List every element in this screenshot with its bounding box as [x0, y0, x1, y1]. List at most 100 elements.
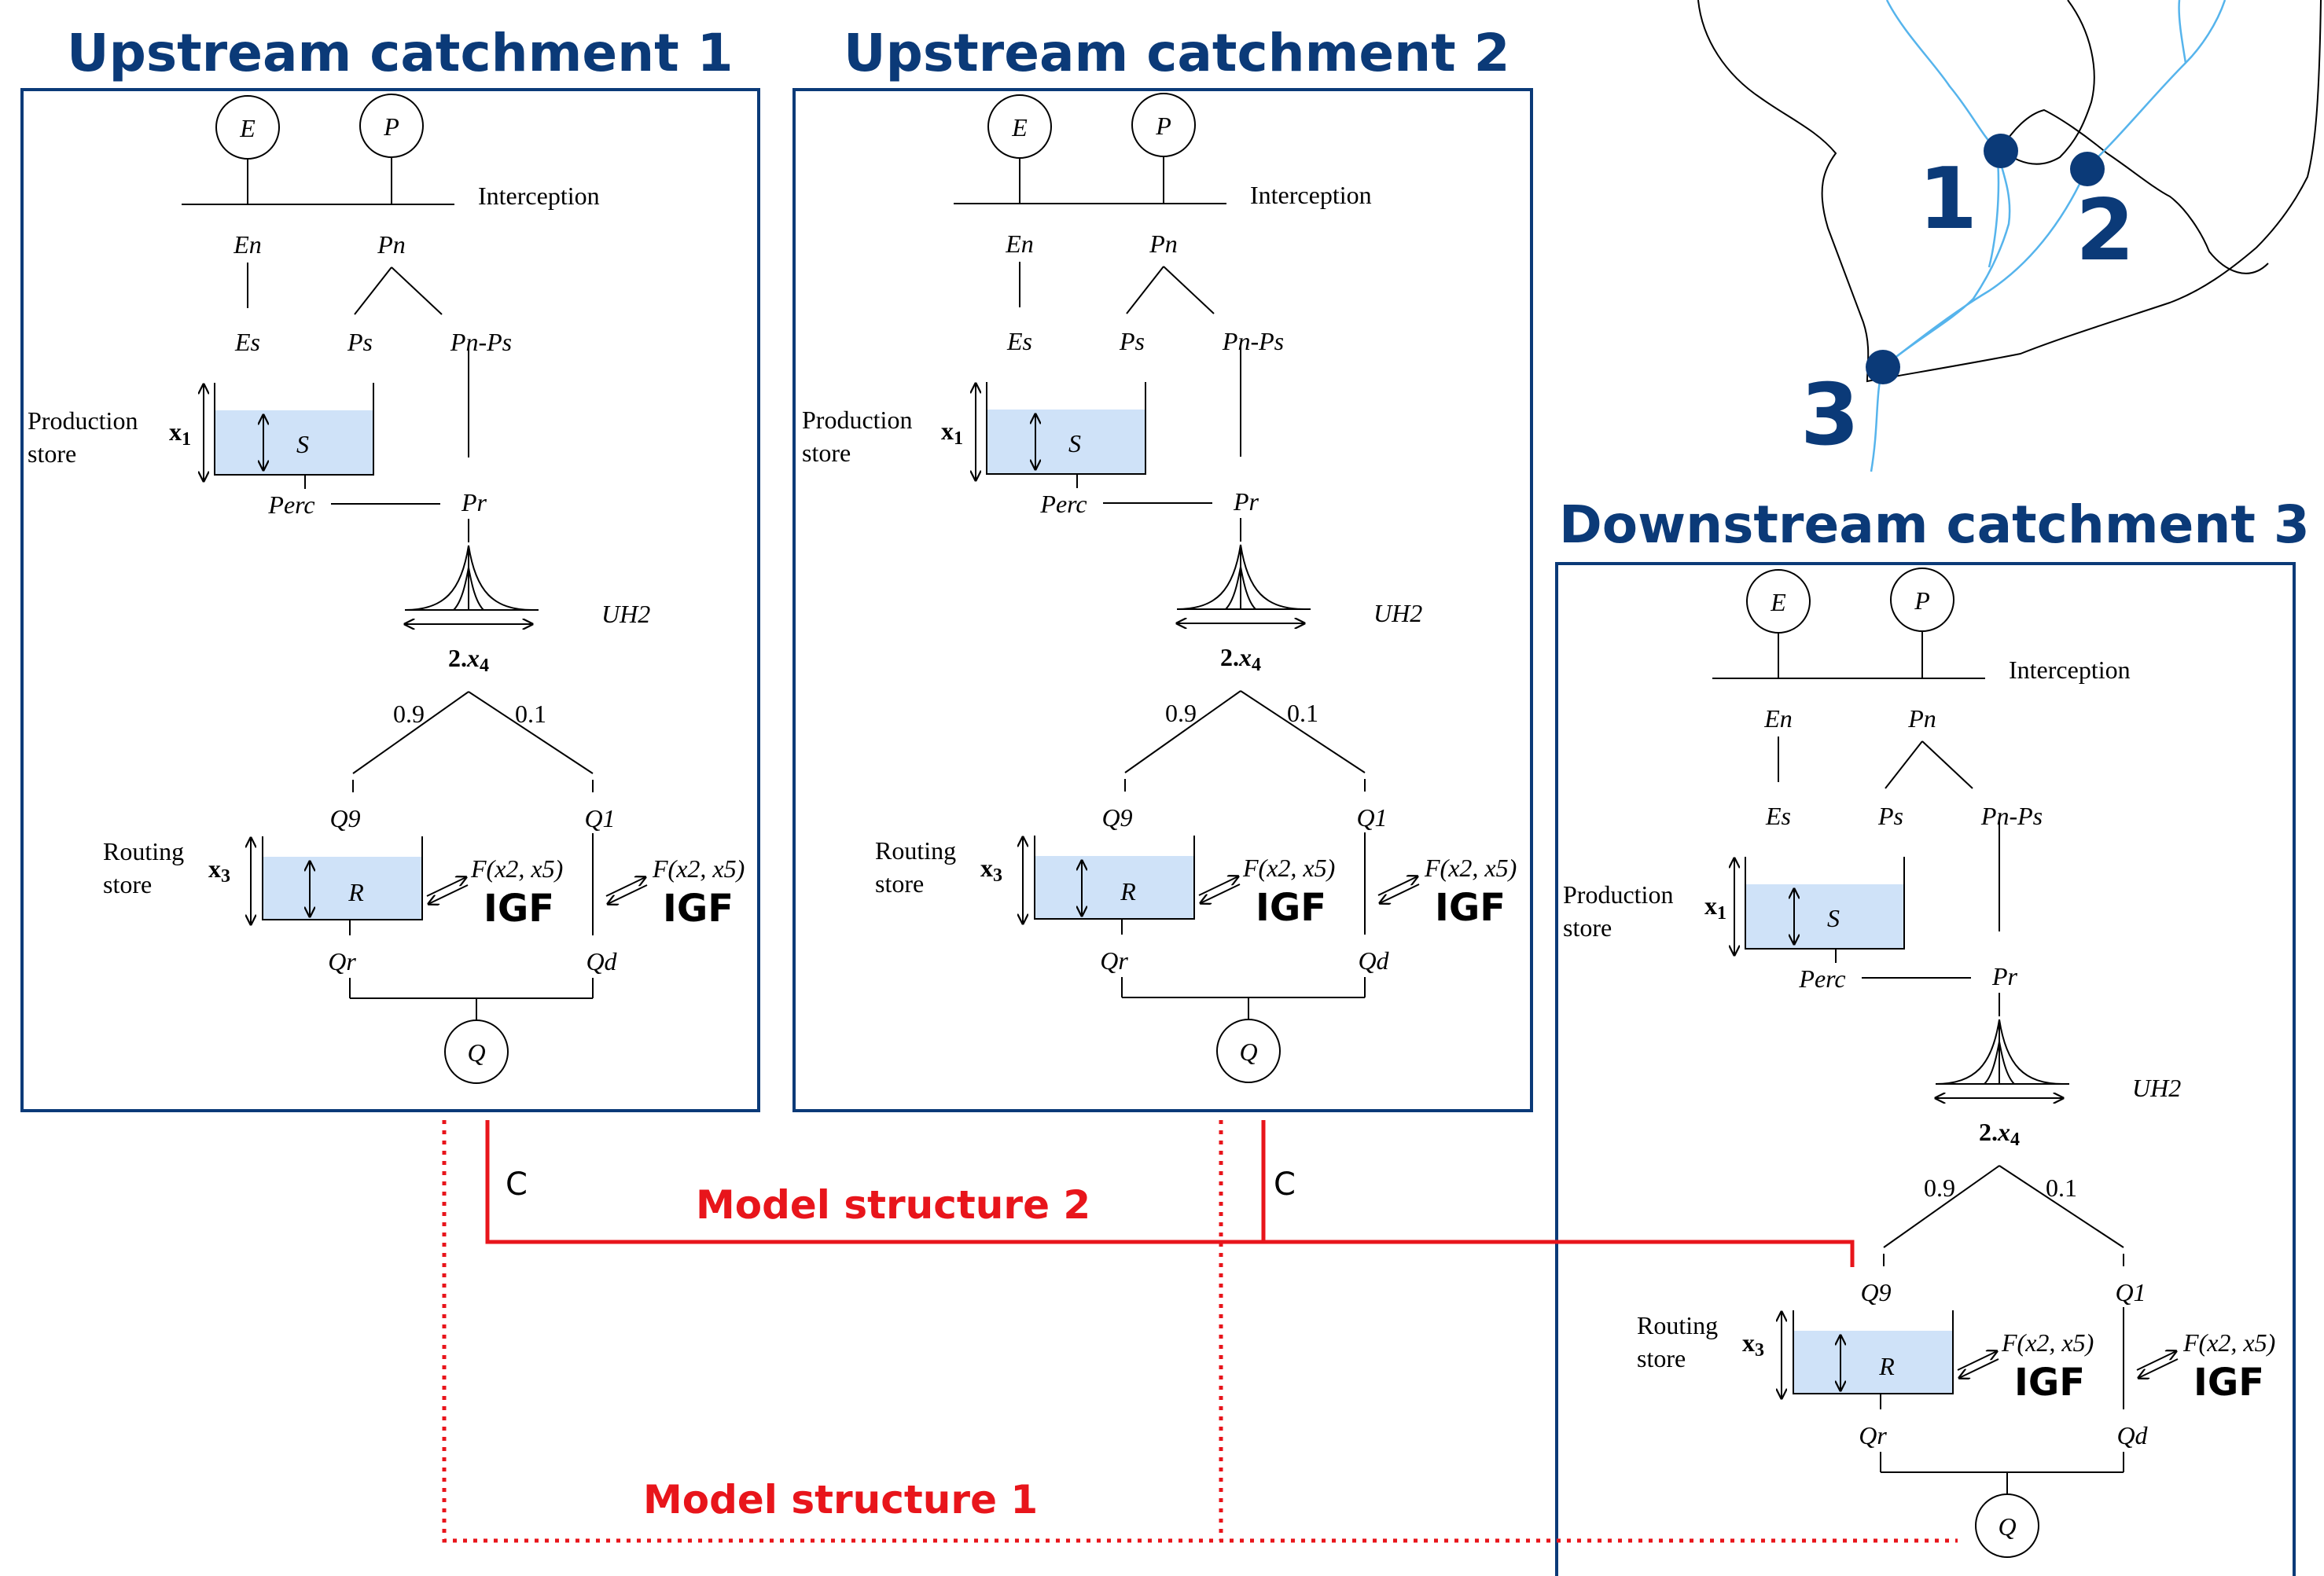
- model-upstream-2: E P Interception En Pn Es Ps Pn-Ps Produ…: [802, 94, 1517, 1082]
- routing-store-label-2: store: [875, 869, 924, 898]
- production-store-label-2: store: [28, 439, 76, 468]
- model-structure-1-connection: [442, 1120, 1958, 1543]
- pn-label: Pn: [1907, 704, 1936, 733]
- catchment-divide: [2000, 108, 2269, 274]
- production-store-label-2: store: [1563, 913, 1612, 942]
- split-09: 0.9: [1924, 1174, 1955, 1202]
- input-e-label: E: [1011, 113, 1028, 141]
- qr-label: Qr: [328, 947, 356, 975]
- split-01: 0.1: [1287, 699, 1318, 727]
- title-upstream-2: Upstream catchment 2: [844, 23, 1510, 83]
- pn-ps-label: Pn-Ps: [1222, 327, 1284, 355]
- q9-label: Q9: [1101, 803, 1132, 832]
- ps-label: Ps: [1877, 802, 1903, 830]
- downstream-3-frame: [1555, 562, 2296, 1576]
- store-s-label: S: [296, 430, 309, 458]
- f-x2-x5-label: F(x2, x5): [1242, 854, 1335, 882]
- production-store-label: Production: [802, 406, 912, 434]
- outlet-2-label: 2: [2076, 182, 2135, 280]
- param-x3: x3: [208, 854, 230, 887]
- routing-store-label: Routing: [875, 836, 956, 865]
- pr-label: Pr: [1233, 487, 1259, 516]
- ps-label: Ps: [1119, 327, 1145, 355]
- production-store-label-2: store: [802, 439, 851, 467]
- es-label: Es: [234, 328, 260, 356]
- river-tributary-3: [1882, 167, 2089, 368]
- perc-label: Perc: [267, 490, 314, 519]
- model-structure-2-label: Model structure 2: [696, 1182, 1090, 1228]
- title-downstream-3: Downstream catchment 3: [1559, 494, 2310, 555]
- pn-ps-label: Pn-Ps: [1980, 802, 2043, 830]
- en-label: En: [1005, 230, 1034, 258]
- upstream-2-frame: [792, 88, 1533, 1112]
- split-09: 0.9: [1165, 699, 1197, 727]
- q9-label: Q9: [1860, 1278, 1891, 1306]
- es-label: Es: [1006, 327, 1032, 355]
- river-tributary-1: [1988, 150, 2000, 268]
- param-x4: 2.x4: [448, 644, 489, 676]
- outlet-3-label: 3: [1800, 366, 1859, 465]
- qr-label: Qr: [1859, 1421, 1887, 1449]
- split-01: 0.1: [2046, 1174, 2077, 1202]
- q1-label: Q1: [584, 804, 615, 832]
- param-x3: x3: [1742, 1328, 1764, 1361]
- f-x2-x5-label-direct: F(x2, x5): [1424, 854, 1517, 882]
- model-structure-1-label: Model structure 1: [643, 1477, 1038, 1523]
- param-x1: x1: [169, 417, 191, 450]
- input-p-label: P: [1155, 112, 1171, 140]
- perc-label: Perc: [1039, 490, 1087, 518]
- pn-ps-label: Pn-Ps: [450, 328, 512, 356]
- q9-label: Q9: [329, 804, 360, 832]
- input-e-label: E: [239, 114, 256, 142]
- interception-label: Interception: [478, 182, 600, 210]
- production-store-label: Production: [28, 406, 138, 435]
- f-x2-x5-label-direct: F(x2, x5): [652, 854, 745, 883]
- param-x3: x3: [980, 854, 1002, 886]
- qd-label: Qd: [2116, 1421, 2148, 1449]
- qr-label: Qr: [1100, 946, 1128, 975]
- en-label: En: [1763, 704, 1793, 733]
- c-label-1: C: [506, 1166, 528, 1203]
- catchment-map: 1 2 3: [1697, 0, 2322, 472]
- f-x2-x5-label-direct: F(x2, x5): [2182, 1328, 2275, 1357]
- store-r-label: R: [1120, 877, 1136, 906]
- param-x1: x1: [941, 417, 963, 449]
- store-s-label: S: [1827, 904, 1840, 932]
- igf-label: IGF: [1256, 886, 1326, 930]
- input-p-label: P: [383, 112, 399, 141]
- routing-store-label: Routing: [1637, 1311, 1718, 1339]
- model-structure-2-connection: [485, 1120, 1855, 1267]
- title-upstream-1: Upstream catchment 1: [67, 23, 734, 83]
- pn-label: Pn: [1149, 230, 1178, 258]
- q1-label: Q1: [2115, 1278, 2146, 1306]
- f-x2-x5-label: F(x2, x5): [470, 854, 563, 883]
- igf-label-direct: IGF: [1435, 886, 1506, 930]
- store-s-label: S: [1068, 429, 1081, 457]
- model-upstream-1: E P Interception En Pn Es Ps Pn-Ps Produ…: [28, 94, 745, 1083]
- outlet-3-dot: [1866, 350, 1900, 384]
- input-p-label: P: [1914, 586, 1930, 615]
- output-q-label: Q: [1998, 1512, 2016, 1541]
- routing-store-label-2: store: [103, 870, 152, 898]
- river-tributary-4: [2178, 0, 2187, 64]
- catchment-divide-2: [2000, 0, 2095, 165]
- igf-label-direct: IGF: [663, 887, 734, 931]
- uh2-label: UH2: [1373, 599, 1422, 627]
- output-q-label: Q: [1239, 1038, 1257, 1066]
- pr-label: Pr: [461, 488, 487, 516]
- perc-label: Perc: [1798, 964, 1845, 993]
- split-09: 0.9: [393, 700, 425, 728]
- routing-store-label-2: store: [1637, 1344, 1686, 1372]
- upstream-1-frame: [20, 88, 760, 1112]
- store-r-label: R: [1878, 1352, 1895, 1380]
- uh2-label: UH2: [601, 600, 650, 628]
- interception-label: Interception: [1250, 181, 1372, 209]
- production-store-label: Production: [1563, 880, 1673, 909]
- ps-label: Ps: [347, 328, 373, 356]
- river-tributary-2: [2087, 0, 2227, 168]
- param-x4: 2.x4: [1220, 643, 1261, 675]
- param-x4: 2.x4: [1979, 1118, 2020, 1150]
- input-e-label: E: [1770, 588, 1786, 616]
- en-label: En: [233, 230, 262, 259]
